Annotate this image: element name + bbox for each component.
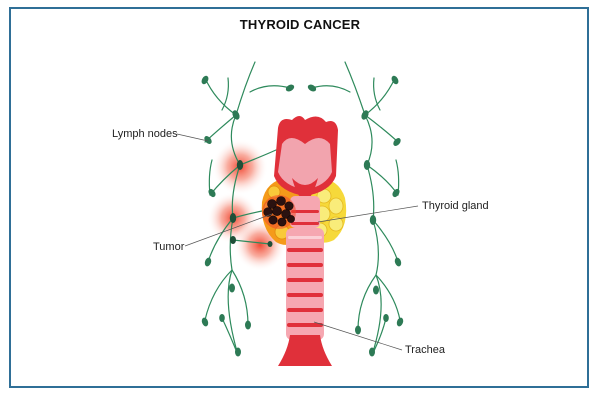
leader-thyroid [317,205,419,223]
lymph-node [201,75,209,85]
lymph-node [204,136,212,144]
lymph-node [285,84,295,92]
lymph-node [204,257,212,267]
lymph-node [229,283,235,293]
lymph-node [396,317,404,327]
lymph-node [219,314,225,322]
diagram-title: THYROID CANCER [239,17,361,32]
lymph-node [363,160,371,170]
lymph-node [235,347,241,357]
lymph-node [369,215,377,225]
lymph-node [201,317,209,327]
lymph-node [307,84,317,92]
tumor [262,195,296,229]
lymph-node [373,285,379,295]
lymph-node [245,320,251,330]
lymph-node [361,110,369,120]
leader-lymph-nodes [176,133,209,142]
lymph-node [393,138,401,146]
larynx [274,116,338,228]
lymph-nodes [201,75,404,357]
lymph-node [391,75,399,85]
leader-lines [176,133,419,351]
lymph-node [267,241,273,247]
lymph-node [383,314,389,322]
lymph-node [229,213,237,223]
lymph-node [208,188,216,198]
label-trachea: Trachea [405,344,446,356]
leader-trachea [313,321,403,351]
label-tumor: Tumor [153,241,185,253]
lymph-node [369,347,375,357]
trachea [278,228,332,366]
leader-tumor [184,213,273,247]
label-lymph-nodes: Lymph nodes [112,128,178,140]
trachea-base [278,335,332,366]
lymph-node [236,160,244,170]
label-thyroid-gland: Thyroid gland [422,200,489,212]
lymph-node [394,257,402,267]
lymph-node [232,110,240,120]
lymph-node [230,236,236,244]
lymph-node [392,188,400,198]
lymph-node [355,325,361,335]
